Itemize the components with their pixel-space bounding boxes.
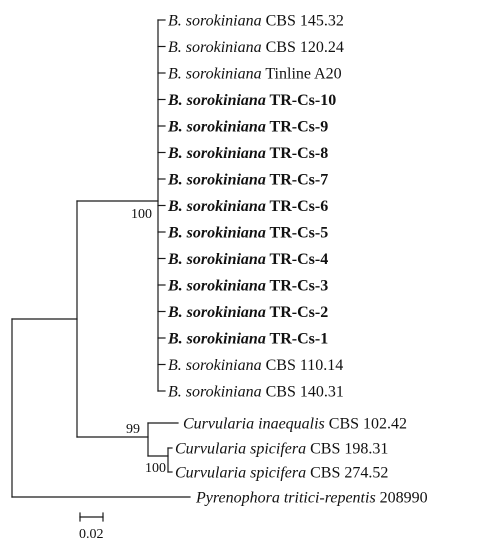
tree-branches (11, 19, 191, 498)
taxon-genus: Pyrenophora tritici-repentis (195, 490, 376, 507)
taxon-genus: B. sorokiniana (168, 13, 262, 30)
taxon-label: B. sorokiniana TR-Cs-1 (167, 331, 328, 348)
taxon-genus: B. sorokiniana (167, 145, 266, 162)
taxon-label: B. sorokiniana TR-Cs-7 (167, 172, 328, 189)
taxon-strain: CBS 140.31 (262, 384, 344, 401)
scale-bar: 0.02 (79, 512, 104, 542)
taxon-label: B. sorokiniana TR-Cs-4 (167, 251, 328, 268)
taxon-strain: TR-Cs-7 (266, 172, 328, 189)
taxon-strain: TR-Cs-3 (266, 278, 328, 295)
taxon-label: B. sorokiniana TR-Cs-2 (167, 304, 328, 321)
taxon-label: Pyrenophora tritici-repentis 208990 (195, 490, 428, 507)
taxon-strain: TR-Cs-9 (266, 119, 328, 136)
taxon-genus: B. sorokiniana (167, 119, 266, 136)
support-value-curvularia: 99 (126, 422, 140, 437)
taxon-genus: B. sorokiniana (167, 172, 266, 189)
taxon-genus: Curvularia spicifera (175, 465, 306, 482)
taxon-strain: TR-Cs-6 (266, 198, 328, 215)
taxon-label: B. sorokiniana CBS 120.24 (168, 39, 344, 56)
taxon-strain: CBS 198.31 (306, 441, 388, 458)
taxon-label: Curvularia inaequalis CBS 102.42 (183, 416, 407, 433)
taxon-strain: TR-Cs-10 (266, 92, 336, 109)
taxon-genus: B. sorokiniana (167, 251, 266, 268)
taxon-label: B. sorokiniana TR-Cs-10 (167, 92, 336, 109)
taxon-label: B. sorokiniana TR-Cs-9 (167, 119, 328, 136)
taxon-genus: B. sorokiniana (167, 331, 266, 348)
taxon-label: B. sorokiniana TR-Cs-6 (167, 198, 328, 215)
taxon-genus: Curvularia inaequalis (183, 416, 325, 433)
taxon-genus: Curvularia spicifera (175, 441, 306, 458)
taxon-strain: TR-Cs-2 (266, 304, 328, 321)
taxon-label: B. sorokiniana CBS 110.14 (168, 357, 343, 374)
taxon-strain: CBS 120.24 (262, 39, 344, 56)
taxon-strain: Tinline A20 (262, 66, 342, 83)
taxon-strain: TR-Cs-1 (266, 331, 328, 348)
taxon-genus: B. sorokiniana (167, 198, 266, 215)
taxon-strain: CBS 102.42 (325, 416, 407, 433)
taxon-strain: 208990 (376, 490, 428, 507)
taxon-genus: B. sorokiniana (168, 66, 262, 83)
taxon-labels: B. sorokiniana CBS 145.32B. sorokiniana … (167, 13, 428, 507)
taxon-label: B. sorokiniana TR-Cs-5 (167, 225, 328, 242)
taxon-strain: CBS 145.32 (262, 13, 344, 30)
taxon-label: B. sorokiniana CBS 140.31 (168, 384, 344, 401)
bipolaris-tip-branches (157, 19, 166, 392)
taxon-strain: CBS 110.14 (262, 357, 344, 374)
taxon-label: Curvularia spicifera CBS 274.52 (175, 465, 388, 482)
support-value-spicifera: 100 (145, 461, 166, 476)
taxon-label: B. sorokiniana Tinline A20 (168, 66, 342, 83)
taxon-genus: B. sorokiniana (168, 39, 262, 56)
taxon-strain: TR-Cs-5 (266, 225, 328, 242)
taxon-genus: B. sorokiniana (168, 384, 262, 401)
taxon-strain: TR-Cs-8 (266, 145, 328, 162)
taxon-genus: B. sorokiniana (167, 92, 266, 109)
scale-bar-label: 0.02 (79, 527, 104, 542)
support-value-bipolaris: 100 (131, 207, 152, 222)
taxon-strain: CBS 274.52 (306, 465, 388, 482)
taxon-genus: B. sorokiniana (168, 357, 262, 374)
taxon-genus: B. sorokiniana (167, 278, 266, 295)
taxon-label: B. sorokiniana CBS 145.32 (168, 13, 344, 30)
taxon-strain: TR-Cs-4 (266, 251, 328, 268)
taxon-genus: B. sorokiniana (167, 225, 266, 242)
taxon-genus: B. sorokiniana (167, 304, 266, 321)
taxon-label: B. sorokiniana TR-Cs-8 (167, 145, 328, 162)
taxon-label: Curvularia spicifera CBS 198.31 (175, 441, 388, 458)
taxon-label: B. sorokiniana TR-Cs-3 (167, 278, 328, 295)
